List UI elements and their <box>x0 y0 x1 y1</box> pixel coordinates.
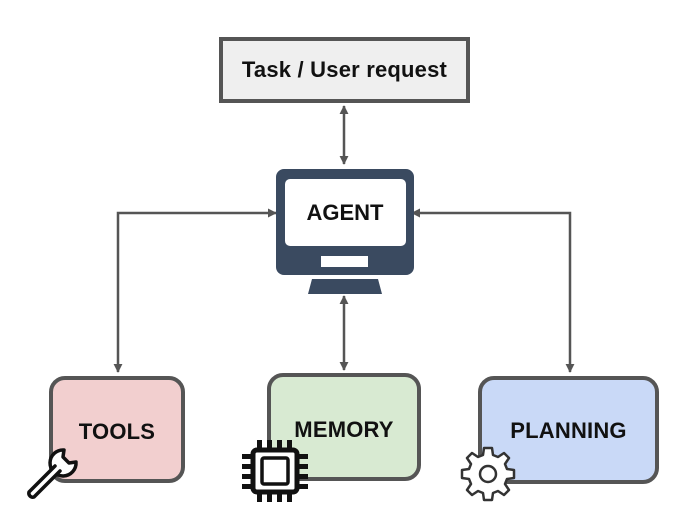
task-user-request-box: Task / User request <box>219 37 470 103</box>
gear-icon <box>460 446 516 502</box>
planning-label: PLANNING <box>510 418 627 443</box>
wrench-icon <box>27 448 78 499</box>
agent-label: AGENT <box>306 200 384 225</box>
task-label: Task / User request <box>241 57 448 82</box>
agent-tools-connector <box>113 208 277 373</box>
agent-planning-connector <box>411 208 575 373</box>
planning-box: PLANNING <box>478 376 659 484</box>
computer-monitor-icon <box>276 169 414 294</box>
cpu-chip-icon <box>242 440 308 502</box>
tools-label: TOOLS <box>78 418 156 444</box>
memory-label: MEMORY <box>294 417 394 442</box>
